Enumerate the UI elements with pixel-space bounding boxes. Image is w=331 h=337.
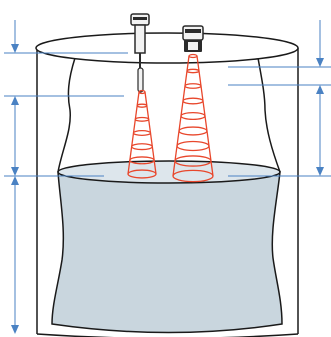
radar-horn-sensor-icon bbox=[182, 25, 204, 52]
beam-ring bbox=[172, 169, 214, 183]
dimension-arrow-icon bbox=[11, 176, 19, 334]
beam-ring bbox=[132, 129, 152, 137]
beam-ring bbox=[188, 53, 198, 59]
beam-ring bbox=[136, 103, 148, 108]
dimension-arrow-icon bbox=[316, 85, 324, 176]
beam-ring bbox=[178, 126, 208, 136]
dimension-arrow-icon bbox=[316, 20, 324, 67]
beam-ring bbox=[127, 169, 157, 179]
beam-ring bbox=[176, 140, 210, 152]
beam-ring bbox=[182, 97, 204, 105]
dimension-arrow-icon bbox=[11, 20, 19, 53]
beam-ring bbox=[184, 83, 202, 89]
beam-ring bbox=[174, 155, 212, 167]
inner-wall-right bbox=[257, 57, 281, 173]
beam-ring bbox=[131, 143, 153, 151]
beam-ring bbox=[180, 111, 206, 121]
beam-ring bbox=[134, 116, 150, 122]
dimension-arrow-icon bbox=[11, 96, 19, 176]
guided-wave-radar-probe-icon bbox=[130, 13, 150, 93]
dimension-arrows bbox=[11, 20, 324, 334]
liquid-body bbox=[51, 165, 283, 334]
liquid-surface bbox=[57, 160, 281, 184]
inner-wall-left bbox=[57, 57, 76, 173]
beam-ring bbox=[138, 89, 146, 95]
measurement-lines bbox=[4, 52, 331, 177]
tank-bottom-edge bbox=[36, 333, 299, 337]
beam-ring bbox=[129, 156, 155, 165]
tank-top bbox=[35, 32, 299, 64]
beam-ring bbox=[186, 68, 200, 74]
probe-signal-beam bbox=[127, 89, 157, 179]
radar-signal-beam bbox=[172, 53, 214, 183]
